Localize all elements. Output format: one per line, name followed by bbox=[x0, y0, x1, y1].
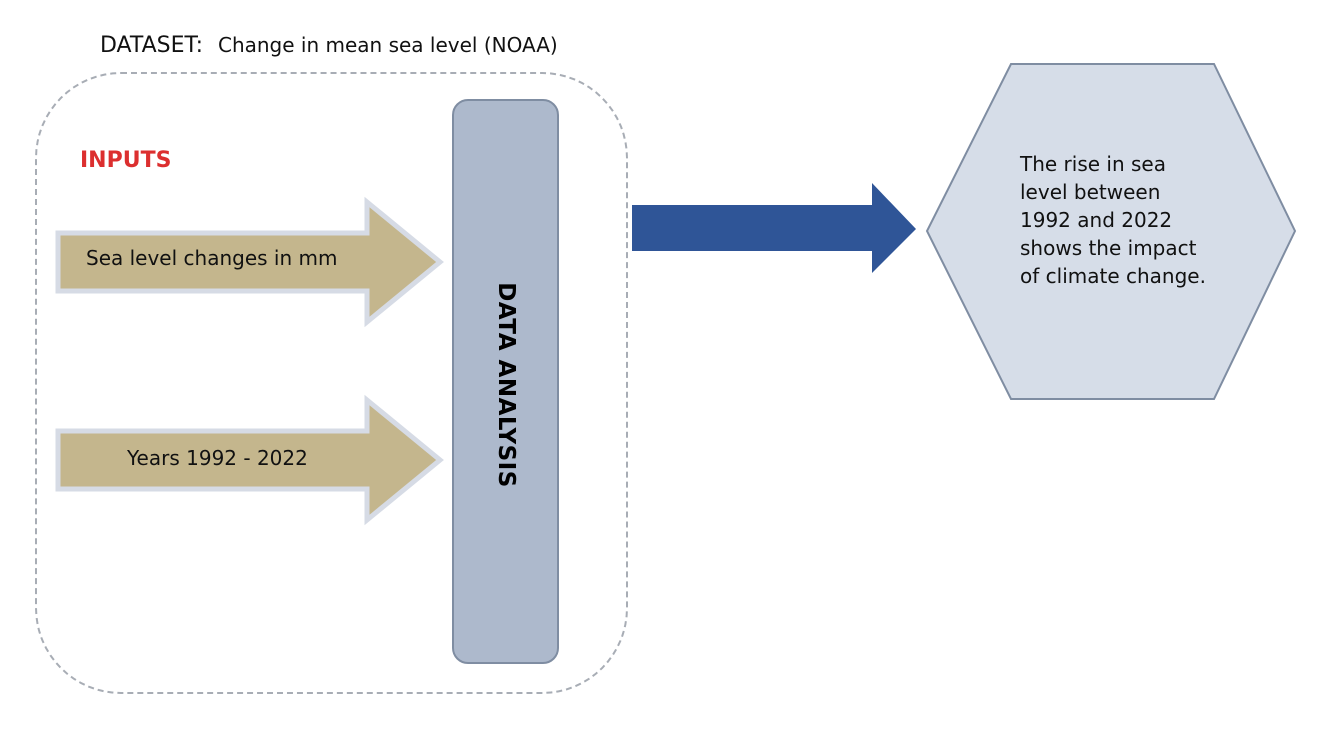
result-line: shows the impact bbox=[1020, 236, 1197, 260]
input-label-sea-level: Sea level changes in mm bbox=[86, 246, 338, 270]
result-hexagon-shape bbox=[925, 63, 1297, 400]
input-arrow-sea-level bbox=[55, 196, 444, 328]
data-analysis-label: DATA ANALYSIS bbox=[493, 282, 519, 488]
input-label-years: Years 1992 - 2022 bbox=[127, 446, 308, 470]
result-line: level between bbox=[1020, 180, 1161, 204]
result-line: 1992 and 2022 bbox=[1020, 208, 1173, 232]
input-arrow-years bbox=[55, 394, 444, 526]
data-analysis-block bbox=[452, 99, 559, 664]
result-text: The rise in sea level between 1992 and 2… bbox=[1020, 150, 1230, 290]
output-arrow-shape bbox=[632, 183, 916, 273]
input-arrow-years-shape bbox=[55, 394, 444, 526]
inputs-label: INPUTS bbox=[80, 148, 172, 173]
result-hexagon bbox=[925, 63, 1297, 400]
dataset-label: DATASET: bbox=[100, 33, 203, 58]
result-line: The rise in sea bbox=[1020, 152, 1166, 176]
result-line: of climate change. bbox=[1020, 264, 1206, 288]
dataset-name: Change in mean sea level (NOAA) bbox=[217, 33, 558, 57]
analysis-container bbox=[35, 72, 628, 694]
dataset-title: DATASET: Change in mean sea level (NOAA) bbox=[100, 33, 558, 58]
output-arrow bbox=[632, 183, 916, 273]
input-arrow-sea-level-shape bbox=[55, 196, 444, 328]
